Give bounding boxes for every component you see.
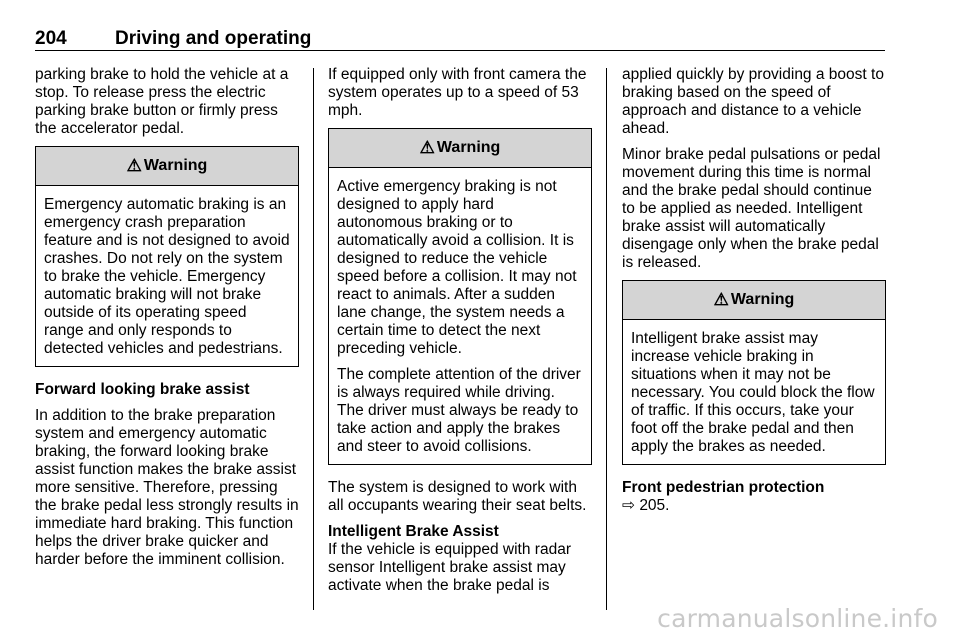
column-divider-1 [313, 68, 314, 610]
col3-warning-box: ⚠ Warning Intelligent brake assist may i… [622, 280, 886, 465]
warning-triangle-icon: ⚠ [419, 138, 435, 157]
column-3: applied quickly by providing a boost to … [622, 66, 886, 515]
warning-triangle-icon: ⚠ [713, 290, 729, 309]
header-divider [35, 50, 885, 51]
watermark: carmanualsonline.info [657, 604, 938, 633]
col2-section-heading: Intelligent Brake Assist [328, 523, 499, 540]
col2-seatbelt-paragraph: The system is designed to work with all … [328, 479, 587, 514]
col2-intro-paragraph: If equipped only with front camera the s… [328, 66, 587, 119]
col1-body-paragraph: In addition to the brake preparation sys… [35, 407, 299, 568]
col1-warning-text: Emergency automatic braking is an emerge… [44, 196, 290, 357]
col3-warning-body: Intelligent brake assist may increase ve… [623, 320, 885, 464]
page-number: 204 [35, 28, 67, 49]
column-2: If equipped only with front camera the s… [328, 66, 592, 595]
col3-warning-text: Intelligent brake assist may increase ve… [631, 330, 875, 455]
col2-warning-title: Warning [436, 139, 501, 156]
col1-warning-title: Warning [143, 157, 208, 174]
col2-warning-text-1: Active emergency braking is not designed… [337, 178, 577, 357]
col1-warning-box: ⚠ Warning Emergency automatic braking is… [35, 146, 299, 367]
col2-body-paragraph: If the vehicle is equipped with radar se… [328, 541, 571, 594]
chapter-title: Driving and operating [115, 28, 312, 49]
col3-warning-title: Warning [730, 291, 795, 308]
col1-warning-header: ⚠ Warning [36, 147, 298, 186]
col1-intro-paragraph: parking brake to hold the vehicle at a s… [35, 66, 289, 137]
col2-warning-header: ⚠ Warning [329, 129, 591, 168]
col2-warning-body: Active emergency braking is not designed… [329, 168, 591, 464]
col3-page-reference-text: 205. [639, 497, 670, 514]
col3-intro-paragraph: applied quickly by providing a boost to … [622, 66, 884, 137]
col3-pulsation-paragraph: Minor brake pedal pulsations or pedal mo… [622, 146, 881, 271]
col1-section-heading: Forward looking brake assist [35, 381, 250, 398]
warning-triangle-icon: ⚠ [126, 156, 142, 175]
page-header: 204 Driving and operating [35, 24, 885, 56]
col2-warning-box: ⚠ Warning Active emergency braking is no… [328, 128, 592, 465]
col1-warning-body: Emergency automatic braking is an emerge… [36, 186, 298, 366]
col3-warning-header: ⚠ Warning [623, 281, 885, 320]
col2-warning-text-2: The complete attention of the driver is … [337, 366, 581, 455]
col3-page-reference[interactable]: ⇨ 205. [622, 497, 886, 515]
column-1: parking brake to hold the vehicle at a s… [35, 66, 299, 569]
page-reference-arrow-icon: ⇨ [622, 497, 635, 514]
column-divider-2 [606, 68, 607, 610]
col3-section-heading: Front pedestrian protection [622, 479, 825, 496]
